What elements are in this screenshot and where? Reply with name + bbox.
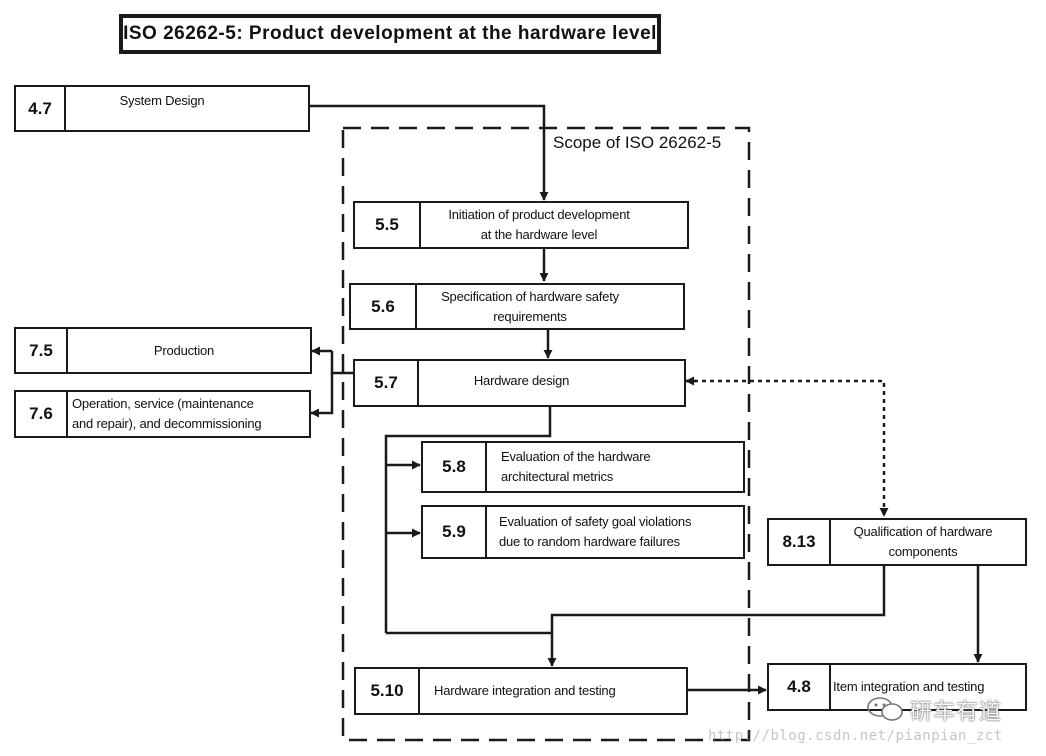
box-number: 5.8 xyxy=(423,443,487,491)
label-line: System Design xyxy=(119,93,205,108)
box-5-9-safety-goal-violations: 5.9 Evaluation of safety goal violations… xyxy=(421,505,745,559)
box-7-5-production: 7.5 Production xyxy=(14,327,312,374)
wechat-icon xyxy=(867,697,903,721)
label-line: Item integration and testing xyxy=(833,679,985,694)
box-number: 8.13 xyxy=(769,520,831,564)
box-5-7-hardware-design: 5.7 Hardware design xyxy=(353,359,686,407)
watermark-url: http://blog.csdn.net/pianpian_zct xyxy=(708,728,1003,744)
box-label: Specification of hardware safety require… xyxy=(417,285,683,328)
box-5-8-architectural-metrics: 5.8 Evaluation of the hardware architect… xyxy=(421,441,745,493)
box-number: 4.7 xyxy=(16,87,66,130)
box-label: Evaluation of the hardware architectural… xyxy=(487,443,743,491)
label-line: Operation, service (maintenance xyxy=(72,396,254,411)
scope-label: Scope of ISO 26262-5 xyxy=(553,133,722,152)
box-number: 7.5 xyxy=(16,329,68,372)
label-line: components xyxy=(888,544,958,559)
diagram-title: ISO 26262-5: Product development at the … xyxy=(119,14,661,54)
label-line: Evaluation of the hardware xyxy=(501,449,651,464)
line-8-13-to-merge xyxy=(547,566,886,667)
box-4-7-system-design: 4.7 System Design xyxy=(14,85,310,132)
box-5-5-initiation: 5.5 Initiation of product development at… xyxy=(353,201,689,249)
box-number: 7.6 xyxy=(16,392,68,436)
label-line: Initiation of product development xyxy=(448,207,630,222)
scope-boundary xyxy=(341,126,751,742)
box-label: Qualification of hardware components xyxy=(831,520,1025,564)
box-number: 5.9 xyxy=(423,507,487,557)
label-line: architectural metrics xyxy=(501,469,614,484)
box-number: 5.10 xyxy=(356,669,420,713)
arrow-to-7-6 xyxy=(310,373,334,418)
label-line: requirements xyxy=(493,308,567,324)
label-line: Evaluation of safety goal violations xyxy=(499,514,692,529)
box-number: 5.6 xyxy=(351,285,417,328)
box-label: Initiation of product development at the… xyxy=(421,203,687,247)
label-line: Production xyxy=(153,342,215,358)
box-5-10-hardware-integration: 5.10 Hardware integration and testing xyxy=(354,667,688,715)
box-label: Production xyxy=(68,329,310,372)
box-number: 5.5 xyxy=(355,203,421,247)
label-line: Hardware integration and testing xyxy=(434,683,616,698)
dotted-link-5-7-8-13 xyxy=(686,379,889,517)
label-line: Qualification of hardware xyxy=(853,524,993,539)
box-7-6-operation: 7.6 Operation, service (maintenance and … xyxy=(14,390,311,438)
box-number: 4.8 xyxy=(769,665,831,709)
label-line: due to random hardware failures xyxy=(499,534,680,549)
box-label: System Design xyxy=(66,87,308,130)
box-label: Item integration and testing xyxy=(831,665,1025,709)
box-5-6-specification: 5.6 Specification of hardware safety req… xyxy=(349,283,685,330)
label-line: Hardware design xyxy=(473,373,570,388)
label-line: and repair), and decommissioning xyxy=(72,416,262,431)
box-8-13-qualification: 8.13 Qualification of hardware component… xyxy=(767,518,1027,566)
box-number: 5.7 xyxy=(355,361,419,405)
line-5-7-down xyxy=(384,407,552,633)
label-line: at the hardware level xyxy=(480,227,598,242)
label-line: Specification of hardware safety xyxy=(441,288,619,304)
box-4-8-item-integration: 4.8 Item integration and testing xyxy=(767,663,1027,711)
box-label: Evaluation of safety goal violations due… xyxy=(487,507,743,557)
box-label: Hardware integration and testing xyxy=(420,669,686,713)
box-label: Hardware design xyxy=(419,361,684,405)
watermark-name: 研车有道 xyxy=(910,699,1003,724)
box-label: Operation, service (maintenance and repa… xyxy=(68,392,309,436)
arrow-4-7-to-5-5 xyxy=(309,104,549,201)
